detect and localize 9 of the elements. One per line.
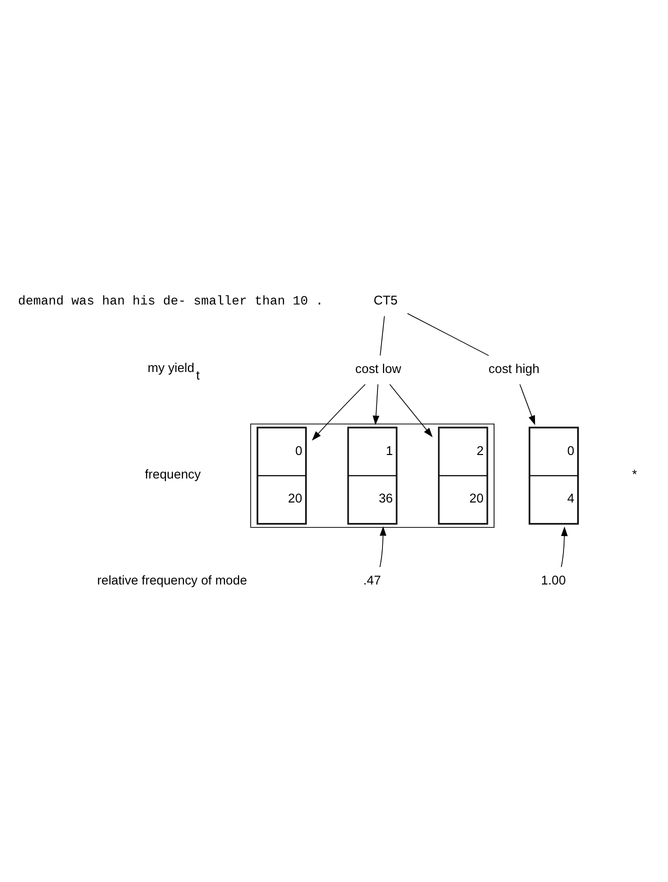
node-text: 1.00 <box>541 572 566 588</box>
node-text: cost low <box>355 360 402 376</box>
node-text: CT5 <box>374 292 398 308</box>
node-text: cost high <box>488 360 540 376</box>
label: frequency <box>144 466 201 482</box>
node-text: .47 <box>363 572 381 588</box>
label: * <box>632 466 638 482</box>
label: relative frequency of mode <box>97 572 248 588</box>
label: demand was han his de- smaller than 10 . <box>18 293 324 308</box>
